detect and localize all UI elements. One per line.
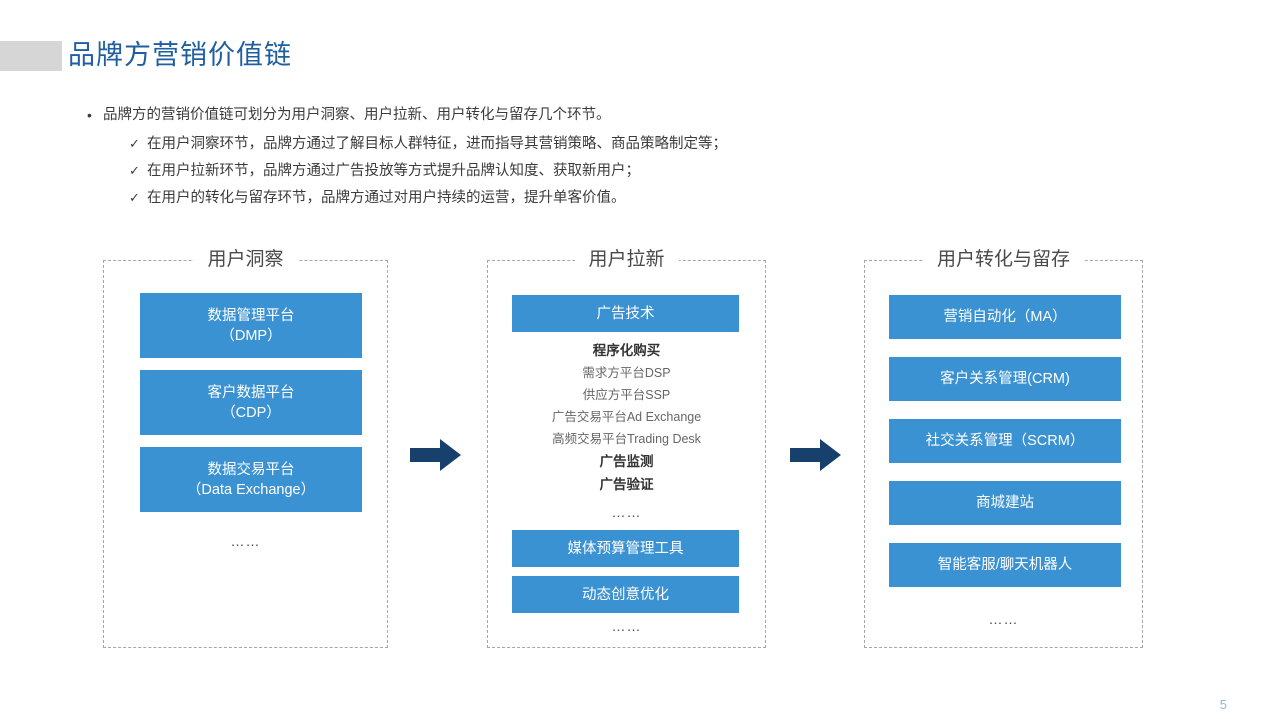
box-dynamic-creative-label: 动态创意优化 [582,586,669,603]
bullet-list: • 品牌方的营销价值链可划分为用户洞察、用户拉新、用户转化与留存几个环节。 ✓ … [85,104,985,214]
box-mall-site-building-label: 商城建站 [976,495,1034,511]
box-marketing-automation[interactable]: 营销自动化（MA） [889,295,1121,339]
bullet-level2-item: ✓ 在用户洞察环节，品牌方通过了解目标人群特征，进而指导其营销策略、商品策略制定… [129,133,985,155]
box-dmp-line2: （DMP） [220,327,282,344]
box-scrm-label: 社交关系管理（SCRM） [925,433,1085,449]
box-ad-tech[interactable]: 广告技术 [512,295,739,332]
box-marketing-automation-label: 营销自动化（MA） [943,309,1067,325]
check-icon: ✓ [129,190,140,205]
box-cdp-line1: 客户数据平台 [207,384,295,401]
bullet-dot-icon: • [87,107,92,123]
box-media-budget-tool[interactable]: 媒体预算管理工具 [512,530,739,567]
page-title: 品牌方营销价值链 [68,40,292,70]
box-smart-service-chatbot[interactable]: 智能客服/聊天机器人 [889,543,1121,587]
stage2-ellipsis: …… [611,618,642,634]
arrow-insight-to-acquisition-icon [410,438,462,472]
stage-user-insight: 用户洞察 数据管理平台 （DMP） 客户数据平台 （CDP） 数据交易平台 （D… [103,247,388,648]
sub-item-trading-desk: 高频交易平台Trading Desk [552,432,701,446]
box-data-exchange-line1: 数据交易平台 [207,461,295,478]
sub-item-ad-exchange: 广告交易平台Ad Exchange [551,410,702,424]
stage1-ellipsis: …… [230,533,261,549]
box-crm[interactable]: 客户关系管理(CRM) [889,357,1121,401]
bullet-level2-item: ✓ 在用户的转化与留存环节，品牌方通过对用户持续的运营，提升单客价值。 [129,187,985,209]
page-number: 5 [1219,697,1227,712]
stage-user-conversion-retention: 用户转化与留存 营销自动化（MA） 客户关系管理(CRM) 社交关系管理（SCR… [864,247,1143,648]
box-scrm[interactable]: 社交关系管理（SCRM） [889,419,1121,463]
box-dynamic-creative[interactable]: 动态创意优化 [512,576,739,613]
ad-tech-sub-list: 程序化购买 需求方平台DSP 供应方平台SSP 广告交易平台Ad Exchang… [488,339,765,496]
bullet-level1-text: 品牌方的营销价值链可划分为用户洞察、用户拉新、用户转化与留存几个环节。 [103,107,611,123]
bullet-level2-text: 在用户洞察环节，品牌方通过了解目标人群特征，进而指导其营销策略、商品策略制定等； [147,136,727,152]
sub-item-dsp: 需求方平台DSP [582,366,671,380]
stage-user-acquisition: 用户拉新 广告技术 程序化购买 需求方平台DSP 供应方平台SSP 广告交易平台… [487,247,766,648]
box-smart-service-chatbot-label: 智能客服/聊天机器人 [937,557,1073,573]
stage-title-user-conversion-retention: 用户转化与留存 [922,247,1085,273]
bullet-level2-text: 在用户的转化与留存环节，品牌方通过对用户持续的运营，提升单客价值。 [147,190,626,206]
stage-title-user-acquisition: 用户拉新 [574,247,679,273]
bullet-level2-text: 在用户拉新环节，品牌方通过广告投放等方式提升品牌认知度、获取新用户； [147,163,640,179]
arrow-acquisition-to-conversion-icon [790,438,842,472]
sub-item-ssp: 供应方平台SSP [582,388,671,402]
box-crm-label: 客户关系管理(CRM) [940,371,1070,387]
box-cdp-line2: （CDP） [221,404,281,421]
sub-item-ad-monitoring: 广告监测 [599,454,654,469]
title-accent-block [0,41,62,71]
box-media-budget-tool-label: 媒体预算管理工具 [567,540,684,557]
box-data-exchange-line2: （Data Exchange） [186,481,316,498]
bullet-level2-item: ✓ 在用户拉新环节，品牌方通过广告投放等方式提升品牌认知度、获取新用户； [129,160,985,182]
sub-item-ad-verification: 广告验证 [599,477,654,492]
check-icon: ✓ [129,136,140,151]
box-data-exchange[interactable]: 数据交易平台 （Data Exchange） [140,447,362,512]
stage-title-user-insight: 用户洞察 [193,247,298,273]
box-mall-site-building[interactable]: 商城建站 [889,481,1121,525]
box-dmp[interactable]: 数据管理平台 （DMP） [140,293,362,358]
bullet-level1: • 品牌方的营销价值链可划分为用户洞察、用户拉新、用户转化与留存几个环节。 [85,104,985,126]
check-icon: ✓ [129,163,140,178]
box-cdp[interactable]: 客户数据平台 （CDP） [140,370,362,435]
box-dmp-line1: 数据管理平台 [207,307,295,324]
stage2-mid-ellipsis: …… [611,504,642,520]
stage3-ellipsis: …… [988,611,1019,627]
box-ad-tech-label: 广告技术 [596,305,655,322]
sub-item-programmatic: 程序化购买 [592,343,661,358]
